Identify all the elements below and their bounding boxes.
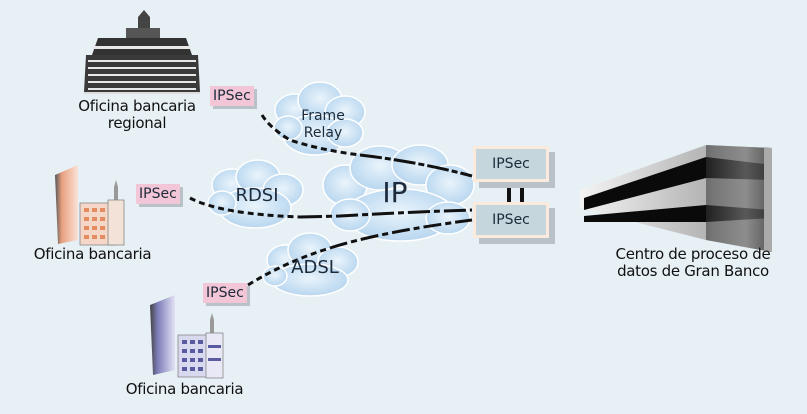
connection-lines xyxy=(189,114,524,287)
frame-relay-label-line1: Frame xyxy=(301,108,345,124)
adsl-label: ADSL xyxy=(291,257,339,278)
line-rdsi-ip xyxy=(299,208,473,219)
data-center-label-line1: Centro de proceso de xyxy=(615,245,771,263)
ipsec-tag-regional: IPSec xyxy=(210,86,254,106)
rdsi-label: RDSI xyxy=(235,185,279,206)
branch-office-label: Oficina bancaria xyxy=(33,245,152,263)
line-branch1-rdsi xyxy=(189,196,301,219)
cloud-adsl xyxy=(262,232,359,297)
frame-relay-label: Frame Relay xyxy=(283,108,363,142)
line-adsl-ip xyxy=(329,218,473,250)
line-frame-relay-ip xyxy=(359,153,473,178)
regional-office-label-line2: regional xyxy=(107,114,167,132)
regional-office-label: Oficina bancaria regional xyxy=(62,98,212,132)
data-center-label-line2: datos de Gran Banco xyxy=(617,262,769,280)
ip-label: IP xyxy=(382,176,408,209)
regional-office-building-icon xyxy=(84,10,200,94)
data-center-label: Centro de proceso de datos de Gran Banco xyxy=(598,246,788,280)
ipsec-gateway-bottom: IPSec xyxy=(473,202,549,238)
line-regional-frame-relay xyxy=(260,114,361,157)
line-branch2-adsl xyxy=(247,246,331,287)
ipsec-gateway-top: IPSec xyxy=(473,146,549,182)
ipsec-tag-branch: IPSec xyxy=(136,184,180,204)
branch-office-building-icon xyxy=(55,165,125,246)
branch-office-label-2: Oficina bancaria xyxy=(125,380,244,398)
regional-office-label-line1: Oficina bancaria xyxy=(78,97,196,115)
cloud-rdsi xyxy=(207,159,304,229)
cloud-frame-relay xyxy=(273,81,366,156)
branch-office-building-icon-2 xyxy=(150,295,224,379)
frame-relay-label-line2: Relay xyxy=(303,125,343,141)
data-center-icon xyxy=(580,145,772,252)
ipsec-tag-branch-2: IPSec xyxy=(203,283,247,303)
